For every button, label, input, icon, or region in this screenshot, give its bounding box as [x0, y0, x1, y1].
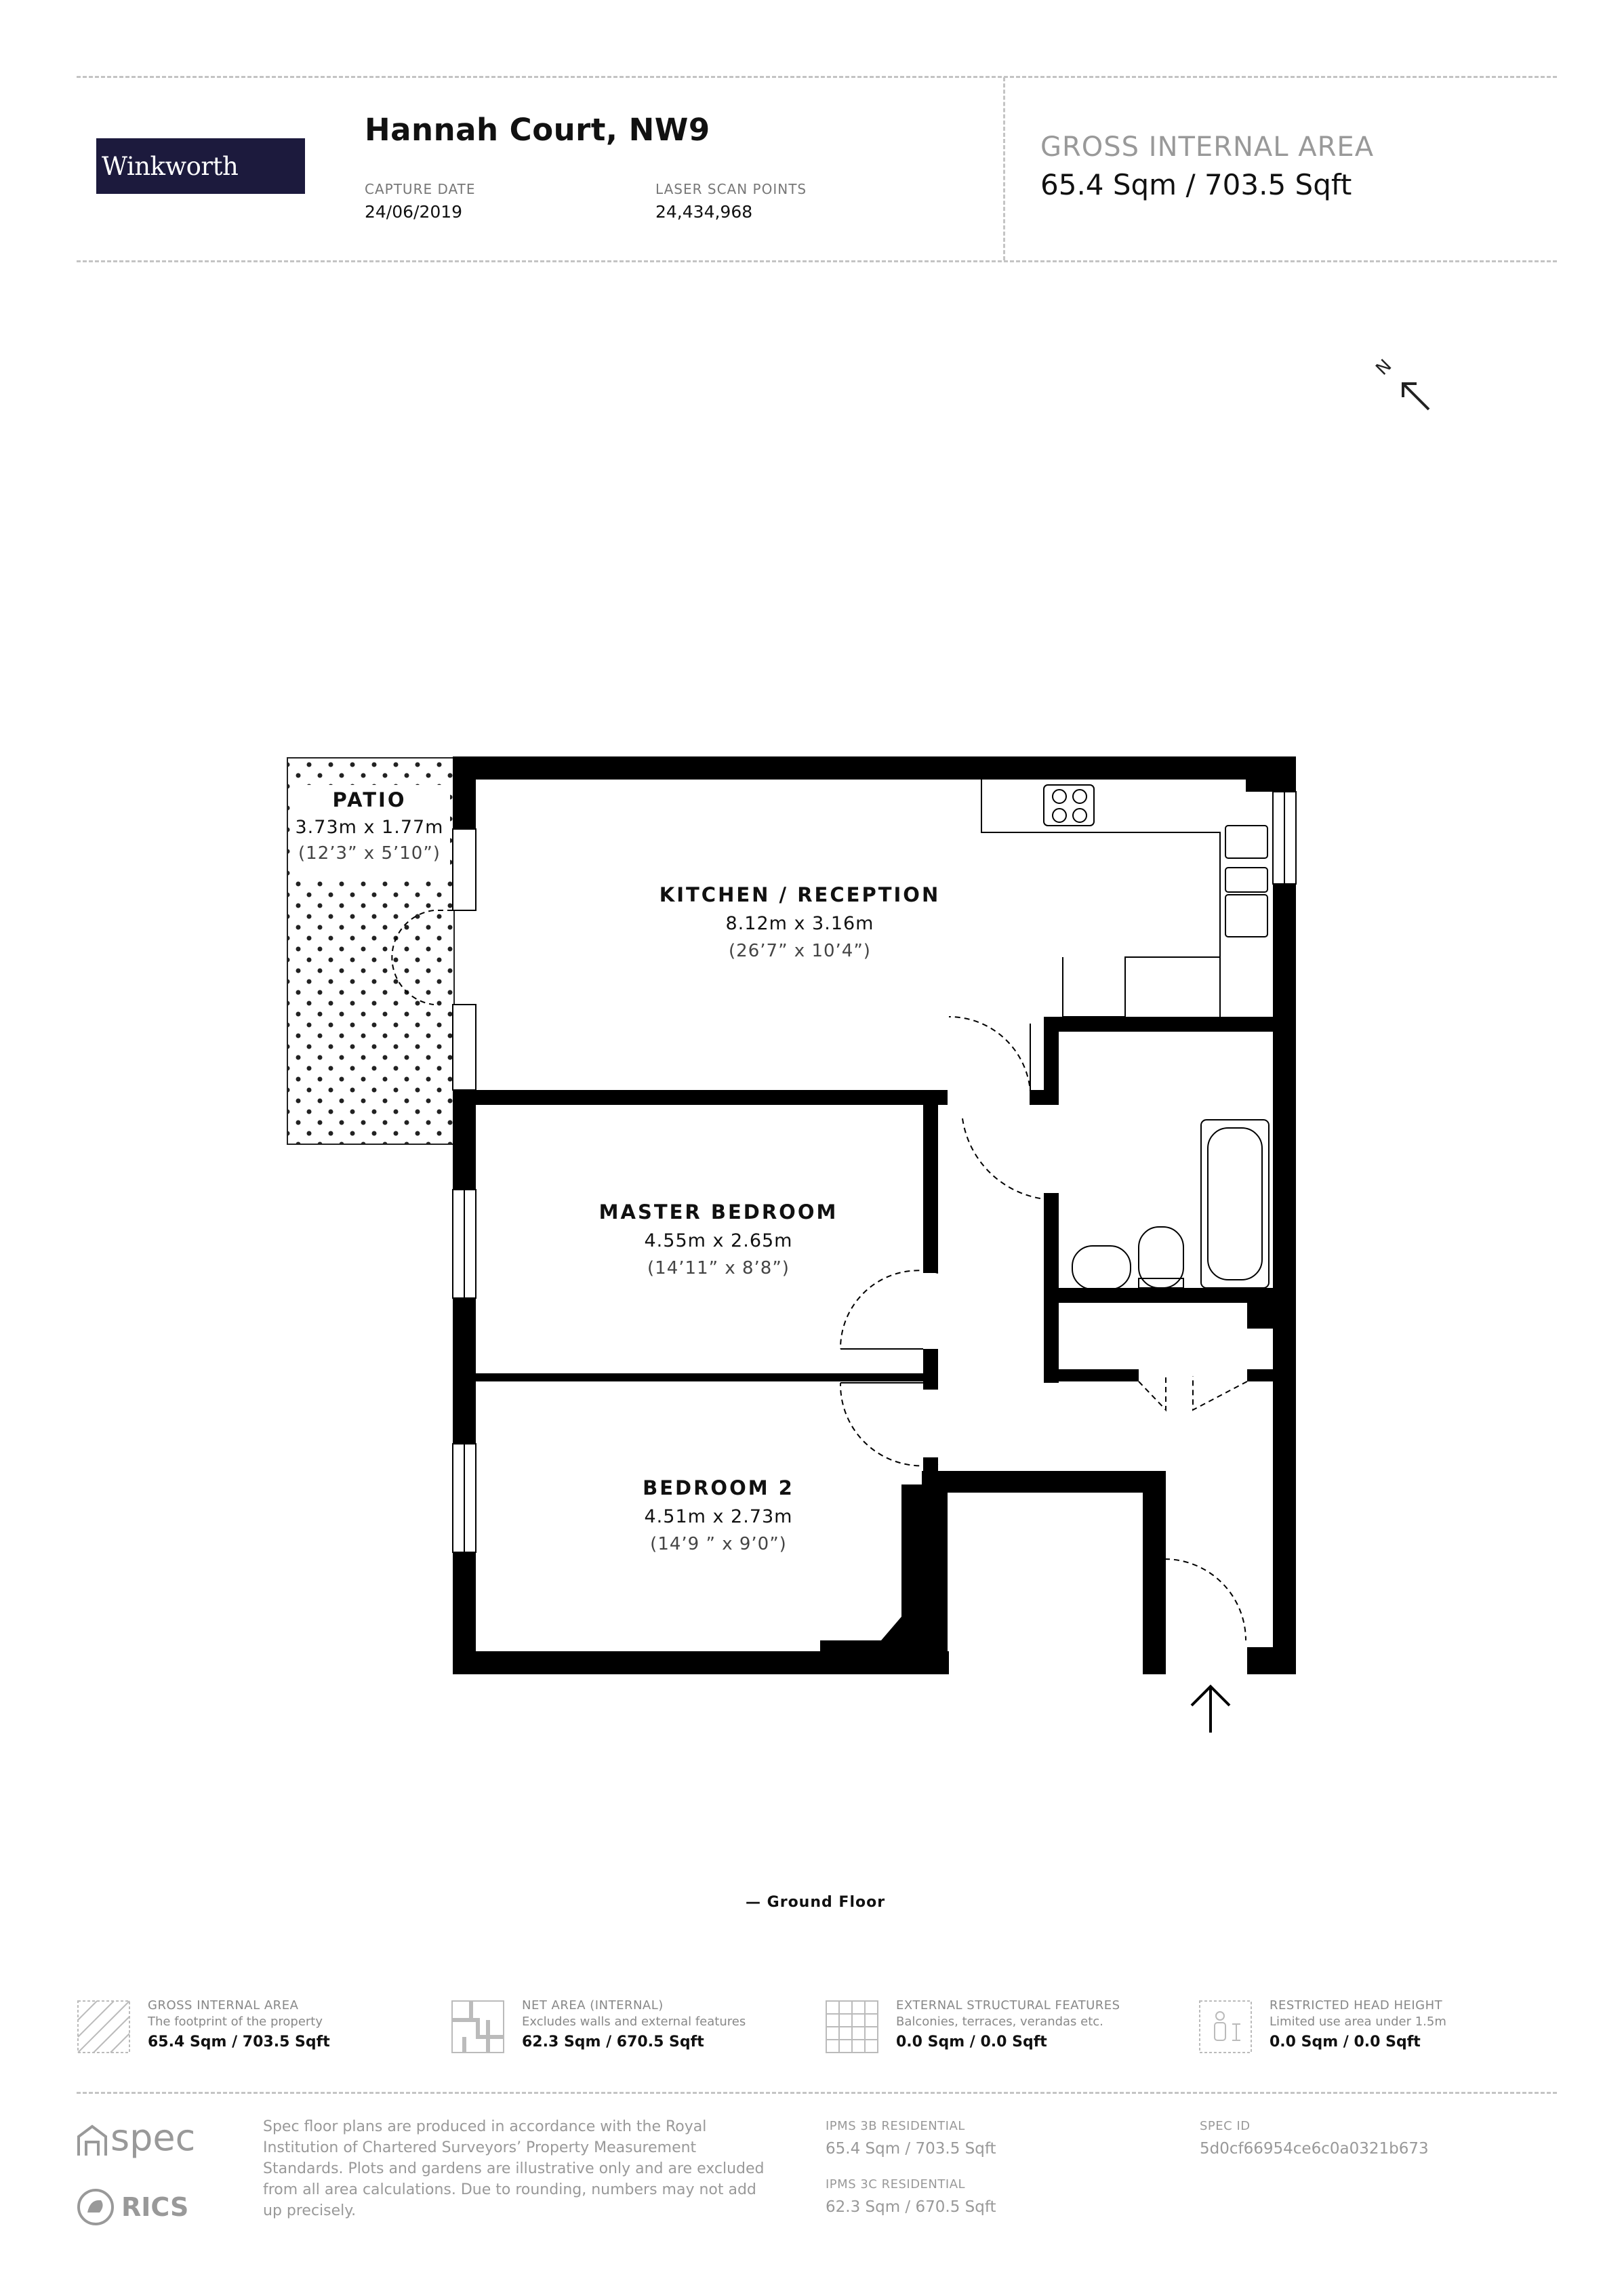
- legend-desc: Balconies, terraces, verandas etc.: [896, 2015, 1103, 2029]
- legend-net-area: NET AREA (INTERNAL) Excludes walls and e…: [451, 1998, 825, 2059]
- footer-divider: [77, 2092, 1557, 2094]
- property-title: Hannah Court, NW9: [365, 112, 710, 148]
- ipms3b-value: 65.4 Sqm / 703.5 Sqft: [826, 2140, 996, 2158]
- legend-value: 0.0 Sqm / 0.0 Sqft: [896, 2034, 1047, 2050]
- spec-id-value: 5d0cf66954ce6c0a0321b673: [1200, 2140, 1429, 2158]
- legend-label: EXTERNAL STRUCTURAL FEATURES: [896, 1998, 1120, 2013]
- room-name: PATIO: [332, 788, 407, 811]
- legend-value: 0.0 Sqm / 0.0 Sqft: [1270, 2034, 1421, 2050]
- brand-logo-text: Winkworth: [102, 151, 239, 181]
- room-dimensions: 3.73m x 1.77m: [295, 817, 444, 838]
- legend-value: 65.4 Sqm / 703.5 Sqft: [148, 2034, 330, 2050]
- entrance-arrow-icon: [1190, 1684, 1231, 1733]
- ipms3b-label: IPMS 3B RESIDENTIAL: [826, 2119, 965, 2133]
- legend-desc: Excludes walls and external features: [522, 2015, 746, 2029]
- room-patio: PATIO 3.73m x 1.77m (12’3” x 5’10”): [291, 788, 447, 864]
- header-bottom-divider: [77, 260, 1557, 262]
- room-imperial: (14’11” x 8’8”): [647, 1258, 790, 1278]
- bathroom-fixtures: [1072, 1119, 1270, 1290]
- room-name: BEDROOM 2: [643, 1476, 794, 1499]
- header-vertical-divider: [1003, 77, 1005, 260]
- disclaimer-line: Spec floor plans are produced in accorda…: [263, 2118, 707, 2135]
- floor-label: — Ground Floor: [746, 1894, 886, 1911]
- legend-external-features: EXTERNAL STRUCTURAL FEATURES Balconies, …: [825, 1998, 1199, 2059]
- net-area-icon: [451, 2000, 504, 2053]
- rics-brand-text: RICS: [121, 2192, 189, 2222]
- gia-header-value: 65.4 Sqm / 703.5 Sqft: [1040, 168, 1352, 201]
- room-dimensions: 4.51m x 2.73m: [644, 1506, 793, 1527]
- legend-gia: GROSS INTERNAL AREA The footprint of the…: [77, 1998, 451, 2059]
- hatch-gia-icon: [77, 2000, 130, 2053]
- door-leaves: [840, 1024, 1165, 1651]
- room-imperial: (12’3” x 5’10”): [298, 843, 441, 864]
- door-swings: [391, 910, 1248, 1641]
- header-top-divider: [77, 76, 1557, 78]
- legend-head-height: RESTRICTED HEAD HEIGHT Limited use area …: [1198, 1998, 1557, 2059]
- room-imperial: (26’7” x 10’4”): [729, 941, 871, 961]
- kitchen-units: [981, 780, 1268, 1017]
- ipms3c-label: IPMS 3C RESIDENTIAL: [826, 2177, 966, 2191]
- head-height-icon: [1199, 2000, 1252, 2053]
- ipms3c-value: 62.3 Sqm / 670.5 Sqft: [826, 2198, 996, 2216]
- room-dimensions: 8.12m x 3.16m: [725, 913, 874, 934]
- rics-lion-icon: [77, 2189, 114, 2225]
- patio-area: [287, 757, 455, 1145]
- walls: [453, 756, 1296, 1674]
- room-imperial: (14’9 ” x 9’0”): [650, 1534, 787, 1554]
- scan-points-value: 24,434,968: [655, 202, 753, 222]
- room-dimensions: 4.55m x 2.65m: [644, 1230, 793, 1251]
- grid-external-icon: [826, 2000, 878, 2053]
- legend-value: 62.3 Sqm / 670.5 Sqft: [522, 2034, 704, 2050]
- room-kitchen-reception: KITCHEN / RECEPTION 8.12m x 3.16m (26’7”…: [610, 883, 990, 961]
- spec-house-icon: [77, 2124, 107, 2156]
- north-arrow-icon: N: [1372, 356, 1430, 411]
- legend-label: GROSS INTERNAL AREA: [148, 1998, 299, 2013]
- room-name: KITCHEN / RECEPTION: [659, 883, 941, 906]
- spec-id-label: SPEC ID: [1200, 2119, 1251, 2133]
- scan-points-label: LASER SCAN POINTS: [655, 181, 807, 197]
- disclaimer-line: up precisely.: [263, 2202, 357, 2219]
- room-master-bedroom: MASTER BEDROOM 4.55m x 2.65m (14’11” x 8…: [556, 1200, 881, 1278]
- capture-date-value: 24/06/2019: [365, 202, 463, 222]
- brand-logo: Winkworth: [96, 138, 305, 194]
- legend-desc: The footprint of the property: [148, 2015, 323, 2029]
- room-bedroom-2: BEDROOM 2 4.51m x 2.73m (14’9 ” x 9’0”): [556, 1476, 881, 1554]
- capture-date-label: CAPTURE DATE: [365, 181, 476, 197]
- spec-brand-text: spec: [110, 2116, 196, 2159]
- room-name: MASTER BEDROOM: [598, 1200, 838, 1224]
- disclaimer-line: Standards. Plots and gardens are illustr…: [263, 2160, 765, 2177]
- legend-desc: Limited use area under 1.5m: [1270, 2015, 1446, 2029]
- disclaimer-line: Institution of Chartered Surveyors’ Prop…: [263, 2139, 697, 2156]
- legend-label: NET AREA (INTERNAL): [522, 1998, 664, 2013]
- legend-label: RESTRICTED HEAD HEIGHT: [1270, 1998, 1443, 2013]
- disclaimer-line: from all area calculations. Due to round…: [263, 2181, 756, 2198]
- windows: [452, 791, 1297, 1553]
- gia-header-label: GROSS INTERNAL AREA: [1040, 132, 1375, 163]
- disclaimer-text: Spec floor plans are produced in accorda…: [263, 2116, 805, 2221]
